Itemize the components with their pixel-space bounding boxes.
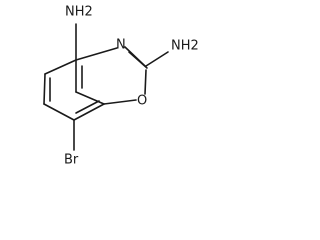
- bond-c2-o: [144, 69, 147, 95]
- bond-c7a-o: [103, 99, 137, 105]
- bond-c5-c6: [43, 73, 46, 105]
- structure-diagram: NH2 NH2 N O Br: [43, 5, 199, 168]
- bond-c7-c7a: [73, 103, 105, 121]
- atom-o-ring: O: [137, 94, 147, 109]
- oxazole-ring: [75, 46, 148, 105]
- bond-n-c2-double: [128, 51, 148, 69]
- bond-c3a-n: [75, 47, 118, 61]
- atom-n-ring: N: [116, 38, 126, 53]
- bond-c7a-c3a: [75, 91, 105, 105]
- bond-c6-c7: [43, 103, 75, 121]
- atom-br: Br: [64, 153, 79, 168]
- atom-nh2-top: NH2: [65, 5, 93, 20]
- double-bond-inner-2: [75, 100, 100, 114]
- bond-c4-c5: [44, 59, 77, 75]
- atom-nh2-right: NH2: [171, 39, 199, 54]
- benzene-ring: [43, 59, 105, 121]
- bond-c2-nh2: [145, 51, 169, 67]
